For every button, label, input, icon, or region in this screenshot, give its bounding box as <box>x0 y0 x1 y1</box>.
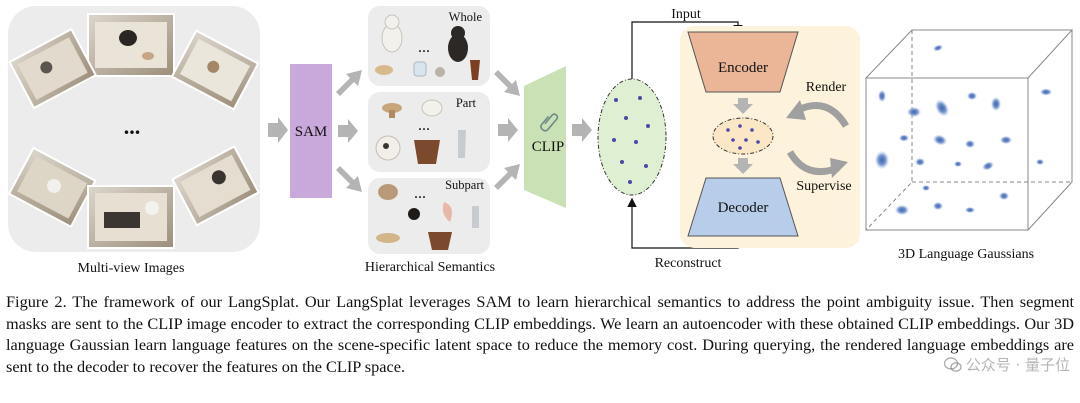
encoder-label: Encoder <box>718 60 768 76</box>
clip-label: CLIP <box>532 139 565 155</box>
hierarchy-whole-panel: ... Whole <box>368 6 490 86</box>
gaussian-blobs <box>875 44 1052 215</box>
watermark-text: 公众号 · 量子位 <box>965 356 1070 374</box>
sam-block <box>290 64 332 198</box>
view-image-top-right <box>170 29 260 111</box>
figure-caption: Figure 2. The framework of our LangSplat… <box>6 291 1074 377</box>
view-image-top <box>87 13 175 77</box>
view-image-bottom-right <box>171 145 260 227</box>
caption-text: Figure 2. The framework of our LangSplat… <box>6 292 1074 376</box>
hierarchy-subpart-label: Subpart <box>445 178 484 192</box>
watermark: 公众号 · 量子位 <box>943 354 1070 375</box>
input-label: Input <box>671 7 701 22</box>
gaussian-cube <box>865 29 1074 231</box>
view-image-bottom-left <box>7 146 97 229</box>
hierarchy-subpart-panel: ... Subpart <box>368 178 490 254</box>
paperclip-icon <box>540 113 559 132</box>
wechat-icon <box>943 356 962 372</box>
arrow-latent-to-decoder <box>733 158 753 174</box>
framework-figure: ... Multi-view Images SAM ... Whole ... <box>7 6 1074 276</box>
multiview-label: Multi-view Images <box>78 261 185 276</box>
latent-ellipse <box>712 117 774 155</box>
hierarchy-label: Hierarchical Semantics <box>365 260 495 275</box>
sam-label: SAM <box>295 124 328 140</box>
arrow-images-to-sam <box>268 117 288 143</box>
multiview-ellipsis: ... <box>124 114 141 139</box>
encoder-block <box>687 31 799 93</box>
reconstruct-label: Reconstruct <box>655 256 722 271</box>
multiview-panel: ... <box>7 6 260 252</box>
decoder-block <box>687 177 799 237</box>
render-arrow <box>786 100 850 128</box>
clip-embeddings-ellipse <box>597 78 667 196</box>
supervise-label: Supervise <box>796 179 851 194</box>
view-image-bottom <box>87 185 175 249</box>
hierarchy-whole-label: Whole <box>449 10 483 24</box>
arrows-sam-to-hierarchy <box>336 70 362 192</box>
arrow-encoder-to-latent <box>733 98 753 114</box>
svg-text:...: ... <box>414 185 426 202</box>
svg-text:...: ... <box>418 117 430 134</box>
gaussians-label: 3D Language Gaussians <box>898 247 1034 262</box>
svg-text:...: ... <box>418 39 430 56</box>
render-label: Render <box>806 80 847 95</box>
arrows-hierarchy-to-clip <box>494 70 520 190</box>
hierarchy-part-label: Part <box>456 96 477 110</box>
clip-block <box>524 66 566 208</box>
decoder-label: Decoder <box>718 200 769 216</box>
supervise-arrow <box>786 150 848 178</box>
arrow-clip-to-embeddings <box>572 118 592 142</box>
hierarchy-part-panel: ... Part <box>368 92 490 172</box>
view-image-top-left <box>8 27 98 110</box>
